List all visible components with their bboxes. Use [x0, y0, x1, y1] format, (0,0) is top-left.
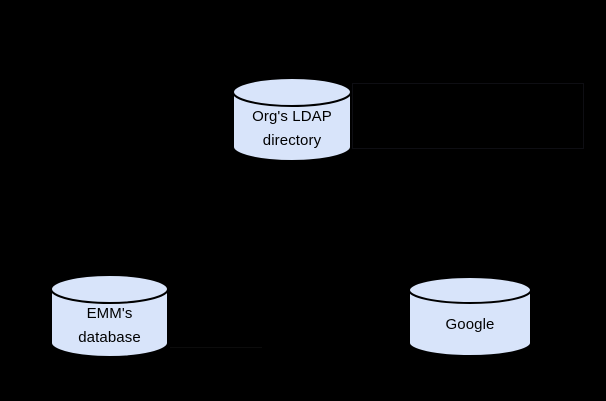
node-orgs-ldap-directory: Org's LDAP directory	[232, 77, 352, 162]
node-label: Org's LDAP directory	[232, 105, 352, 153]
database-cylinder-icon	[232, 77, 352, 162]
node-label-line: EMM's	[86, 305, 133, 322]
node-label-line: directory	[262, 132, 322, 149]
database-cylinder-icon	[50, 274, 169, 358]
database-cylinder-icon	[408, 276, 532, 357]
node-google: Google	[408, 276, 532, 357]
node-label-line: Google	[445, 316, 495, 333]
faint-annotation-box	[352, 83, 584, 149]
faint-connector-line	[170, 347, 262, 348]
node-label: Google	[408, 313, 532, 337]
node-label-line: database	[78, 329, 141, 346]
node-label: EMM's database	[50, 302, 169, 350]
node-label-line: Org's LDAP	[252, 108, 332, 125]
node-emms-database: EMM's database	[50, 274, 169, 358]
